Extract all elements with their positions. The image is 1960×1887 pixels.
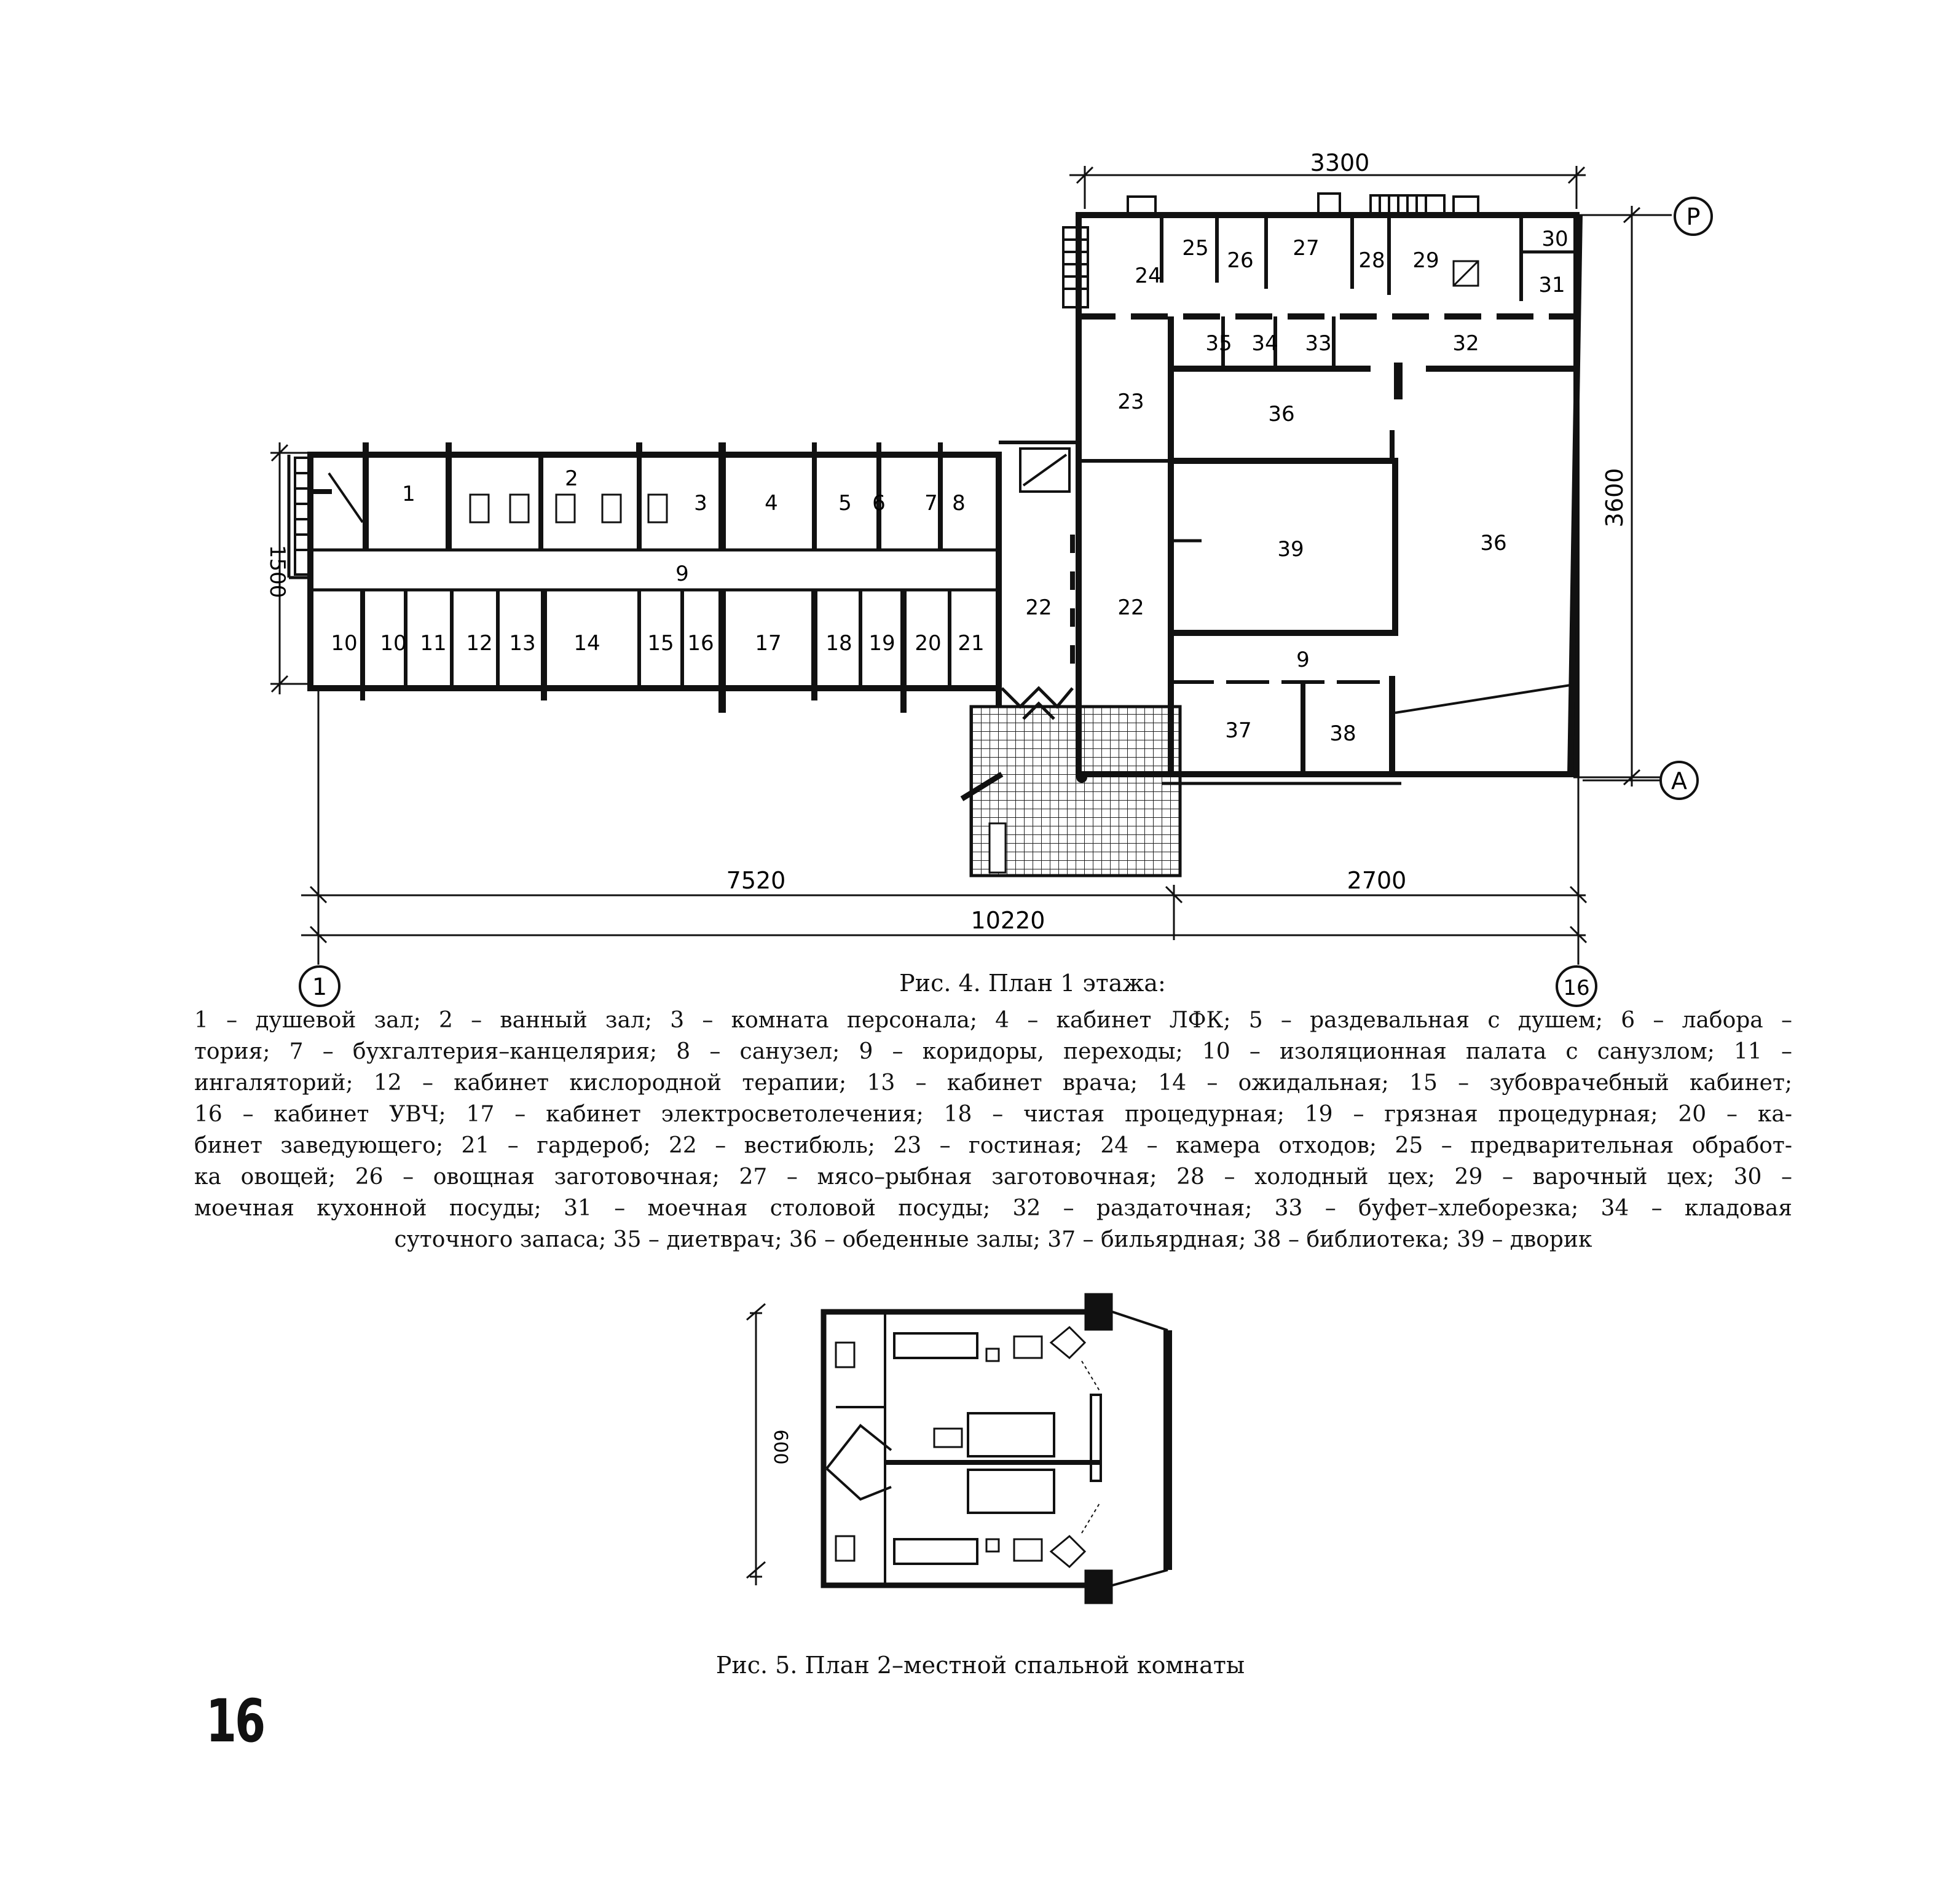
- room-9-east: 9: [1296, 648, 1310, 672]
- figure-4-caption: Рис. 4. План 1 этажа:: [899, 970, 1166, 997]
- room-16: 16: [687, 631, 714, 656]
- room-12: 12: [466, 631, 492, 656]
- legend-line: бинет заведующего; 21 – гардероб; 22 – в…: [194, 1133, 1792, 1158]
- room-5: 5: [838, 491, 852, 516]
- axis-marker-p: Р: [1674, 197, 1713, 236]
- svg-text:16: 16: [1563, 976, 1589, 1000]
- room-32: 32: [1452, 331, 1479, 356]
- walls: [287, 212, 1583, 785]
- dim-bottom-right: 2700: [1347, 867, 1407, 894]
- room-24: 24: [1135, 264, 1161, 288]
- room-22b: 22: [1117, 595, 1144, 620]
- room-36-east: 36: [1480, 531, 1506, 555]
- room-27: 27: [1293, 236, 1319, 261]
- dim-right: 3600: [1601, 468, 1628, 528]
- room-3: 3: [694, 491, 707, 516]
- room-17: 17: [755, 631, 781, 656]
- svg-text:Р: Р: [1686, 203, 1701, 230]
- axis-marker-1: 1: [299, 965, 340, 1007]
- room-15: 15: [647, 631, 674, 656]
- room-legend: 1 – душевой зал; 2 – ванный зал; 3 – ком…: [194, 1005, 1792, 1255]
- room-39: 39: [1277, 537, 1304, 562]
- room-2: 2: [565, 466, 578, 491]
- legend-line: тория; 7 – бухгалтерия–канцелярия; 8 – с…: [194, 1039, 1792, 1064]
- room-31: 31: [1538, 273, 1565, 297]
- room-6: 6: [872, 491, 886, 516]
- room-36-north: 36: [1268, 402, 1294, 426]
- room-34: 34: [1251, 331, 1278, 356]
- room-37: 37: [1225, 718, 1251, 743]
- room-labels: 1 2 3 4 5 6 7 8 9 9 10 10 11 12 13 14 15…: [331, 227, 1568, 746]
- room-35: 35: [1205, 331, 1232, 356]
- svg-text:1: 1: [312, 973, 327, 1000]
- dim-left: 1500: [265, 545, 289, 598]
- dim-bottom-left: 7520: [726, 867, 786, 894]
- room-26: 26: [1227, 248, 1253, 273]
- room-38: 38: [1329, 721, 1356, 746]
- room-33: 33: [1305, 331, 1331, 356]
- legend-line: моечная кухонной посуды; 31 – моечная ст…: [194, 1196, 1792, 1221]
- room-18: 18: [825, 631, 852, 656]
- room-22a: 22: [1025, 595, 1052, 620]
- axis-marker-a: А: [1659, 761, 1699, 800]
- bath-fixtures: [469, 260, 1479, 524]
- figure-5-caption: Рис. 5. План 2–местной спальной комнаты: [715, 1652, 1245, 1679]
- room-9-west: 9: [675, 562, 689, 586]
- legend-line: суточного запаса; 35 – диетврач; 36 – об…: [394, 1227, 1592, 1252]
- room-21: 21: [958, 631, 984, 656]
- legend-line: ингаляторий; 12 – кабинет кислородной те…: [194, 1070, 1792, 1096]
- room-20: 20: [915, 631, 941, 656]
- room-10a: 10: [331, 631, 357, 656]
- room-30: 30: [1541, 227, 1568, 251]
- room-29: 29: [1412, 248, 1439, 273]
- dim-bottom-total: 10220: [971, 907, 1045, 934]
- dim-top: 3300: [1310, 149, 1370, 176]
- room-8: 8: [952, 491, 966, 516]
- legend-line: 1 – душевой зал; 2 – ванный зал; 3 – ком…: [194, 1008, 1792, 1033]
- entrance-doors: [1001, 686, 1074, 720]
- room-25: 25: [1182, 236, 1208, 261]
- room-23: 23: [1117, 390, 1144, 414]
- room-19: 19: [868, 631, 895, 656]
- room-14: 14: [573, 631, 600, 656]
- legend-line: 16 – кабинет УВЧ; 17 – кабинет электросв…: [194, 1102, 1792, 1127]
- room-28: 28: [1358, 248, 1385, 273]
- service-stairs: [294, 192, 1479, 576]
- page-number: 16: [206, 1687, 266, 1756]
- room-13: 13: [509, 631, 535, 656]
- room-7: 7: [924, 491, 938, 516]
- dimension-lines: [270, 166, 1672, 965]
- room-1: 1: [402, 482, 415, 506]
- room-11: 11: [420, 631, 446, 656]
- axis-marker-16: 16: [1556, 965, 1597, 1007]
- svg-text:А: А: [1671, 767, 1687, 794]
- legend-line: ка овощей; 26 – овощная заготовочная; 27…: [194, 1164, 1792, 1190]
- room-10b: 10: [380, 631, 406, 656]
- room-4: 4: [765, 491, 778, 516]
